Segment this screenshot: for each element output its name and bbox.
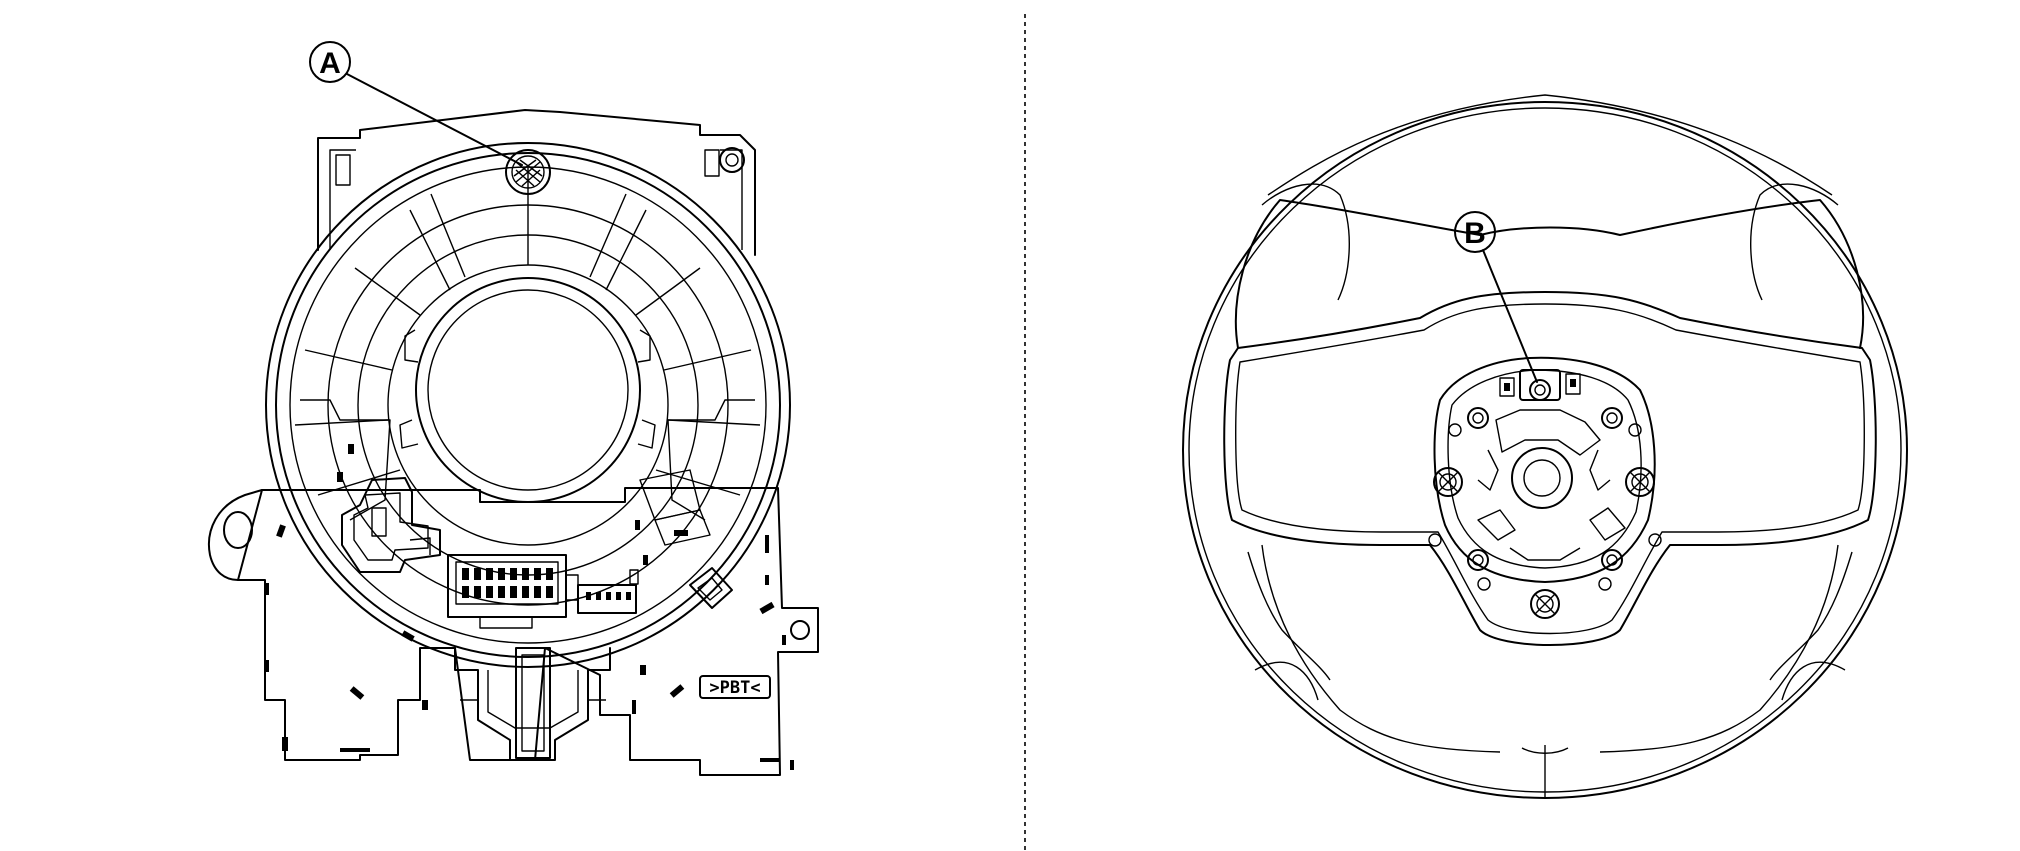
knob-knurling bbox=[513, 159, 543, 187]
right-tab-hole bbox=[790, 620, 810, 640]
part-marking-text: >PBT< bbox=[709, 678, 760, 698]
hub-screw-bosses bbox=[1428, 407, 1662, 591]
small-connector bbox=[577, 584, 637, 614]
main-connector bbox=[447, 554, 567, 618]
connector-pins bbox=[462, 568, 553, 598]
left-ear-hole bbox=[223, 511, 253, 549]
callout-b-label: B bbox=[1464, 217, 1486, 250]
wheel-rim-outer bbox=[1182, 101, 1908, 799]
part-marking-box bbox=[699, 675, 771, 699]
lower-housing bbox=[237, 487, 819, 776]
spiral-cable-assembly: >PBT< A bbox=[208, 41, 819, 776]
left-mounting-ear bbox=[208, 489, 263, 581]
wheel-hub bbox=[1433, 356, 1656, 583]
center-hole bbox=[415, 277, 641, 503]
callout-a-label: A bbox=[319, 47, 341, 80]
steering-wheel-assembly: B bbox=[1182, 94, 1908, 799]
top-bracket bbox=[317, 109, 756, 256]
spiral-housing-rim bbox=[275, 152, 781, 658]
left-connector bbox=[341, 477, 441, 573]
callout-a-circle bbox=[309, 41, 351, 83]
wheel-rim-inner-top bbox=[1234, 199, 1864, 349]
hub-connectors bbox=[1433, 467, 1655, 619]
angled-connector bbox=[689, 567, 733, 609]
callout-b-leader bbox=[1482, 249, 1538, 383]
wheel-spokes bbox=[1223, 291, 1877, 646]
callout-a-leader bbox=[346, 73, 523, 166]
column-yoke bbox=[454, 647, 611, 761]
pcb-components bbox=[265, 444, 794, 770]
connector-b bbox=[1529, 379, 1551, 401]
connector-knob-a bbox=[505, 149, 551, 195]
column-shaft bbox=[515, 647, 551, 759]
hub-bore bbox=[1511, 447, 1573, 509]
spiral-housing-outer bbox=[265, 142, 791, 668]
callout-b-circle bbox=[1454, 211, 1496, 253]
bracket-hole bbox=[719, 147, 745, 173]
radial-ribs bbox=[294, 167, 761, 496]
